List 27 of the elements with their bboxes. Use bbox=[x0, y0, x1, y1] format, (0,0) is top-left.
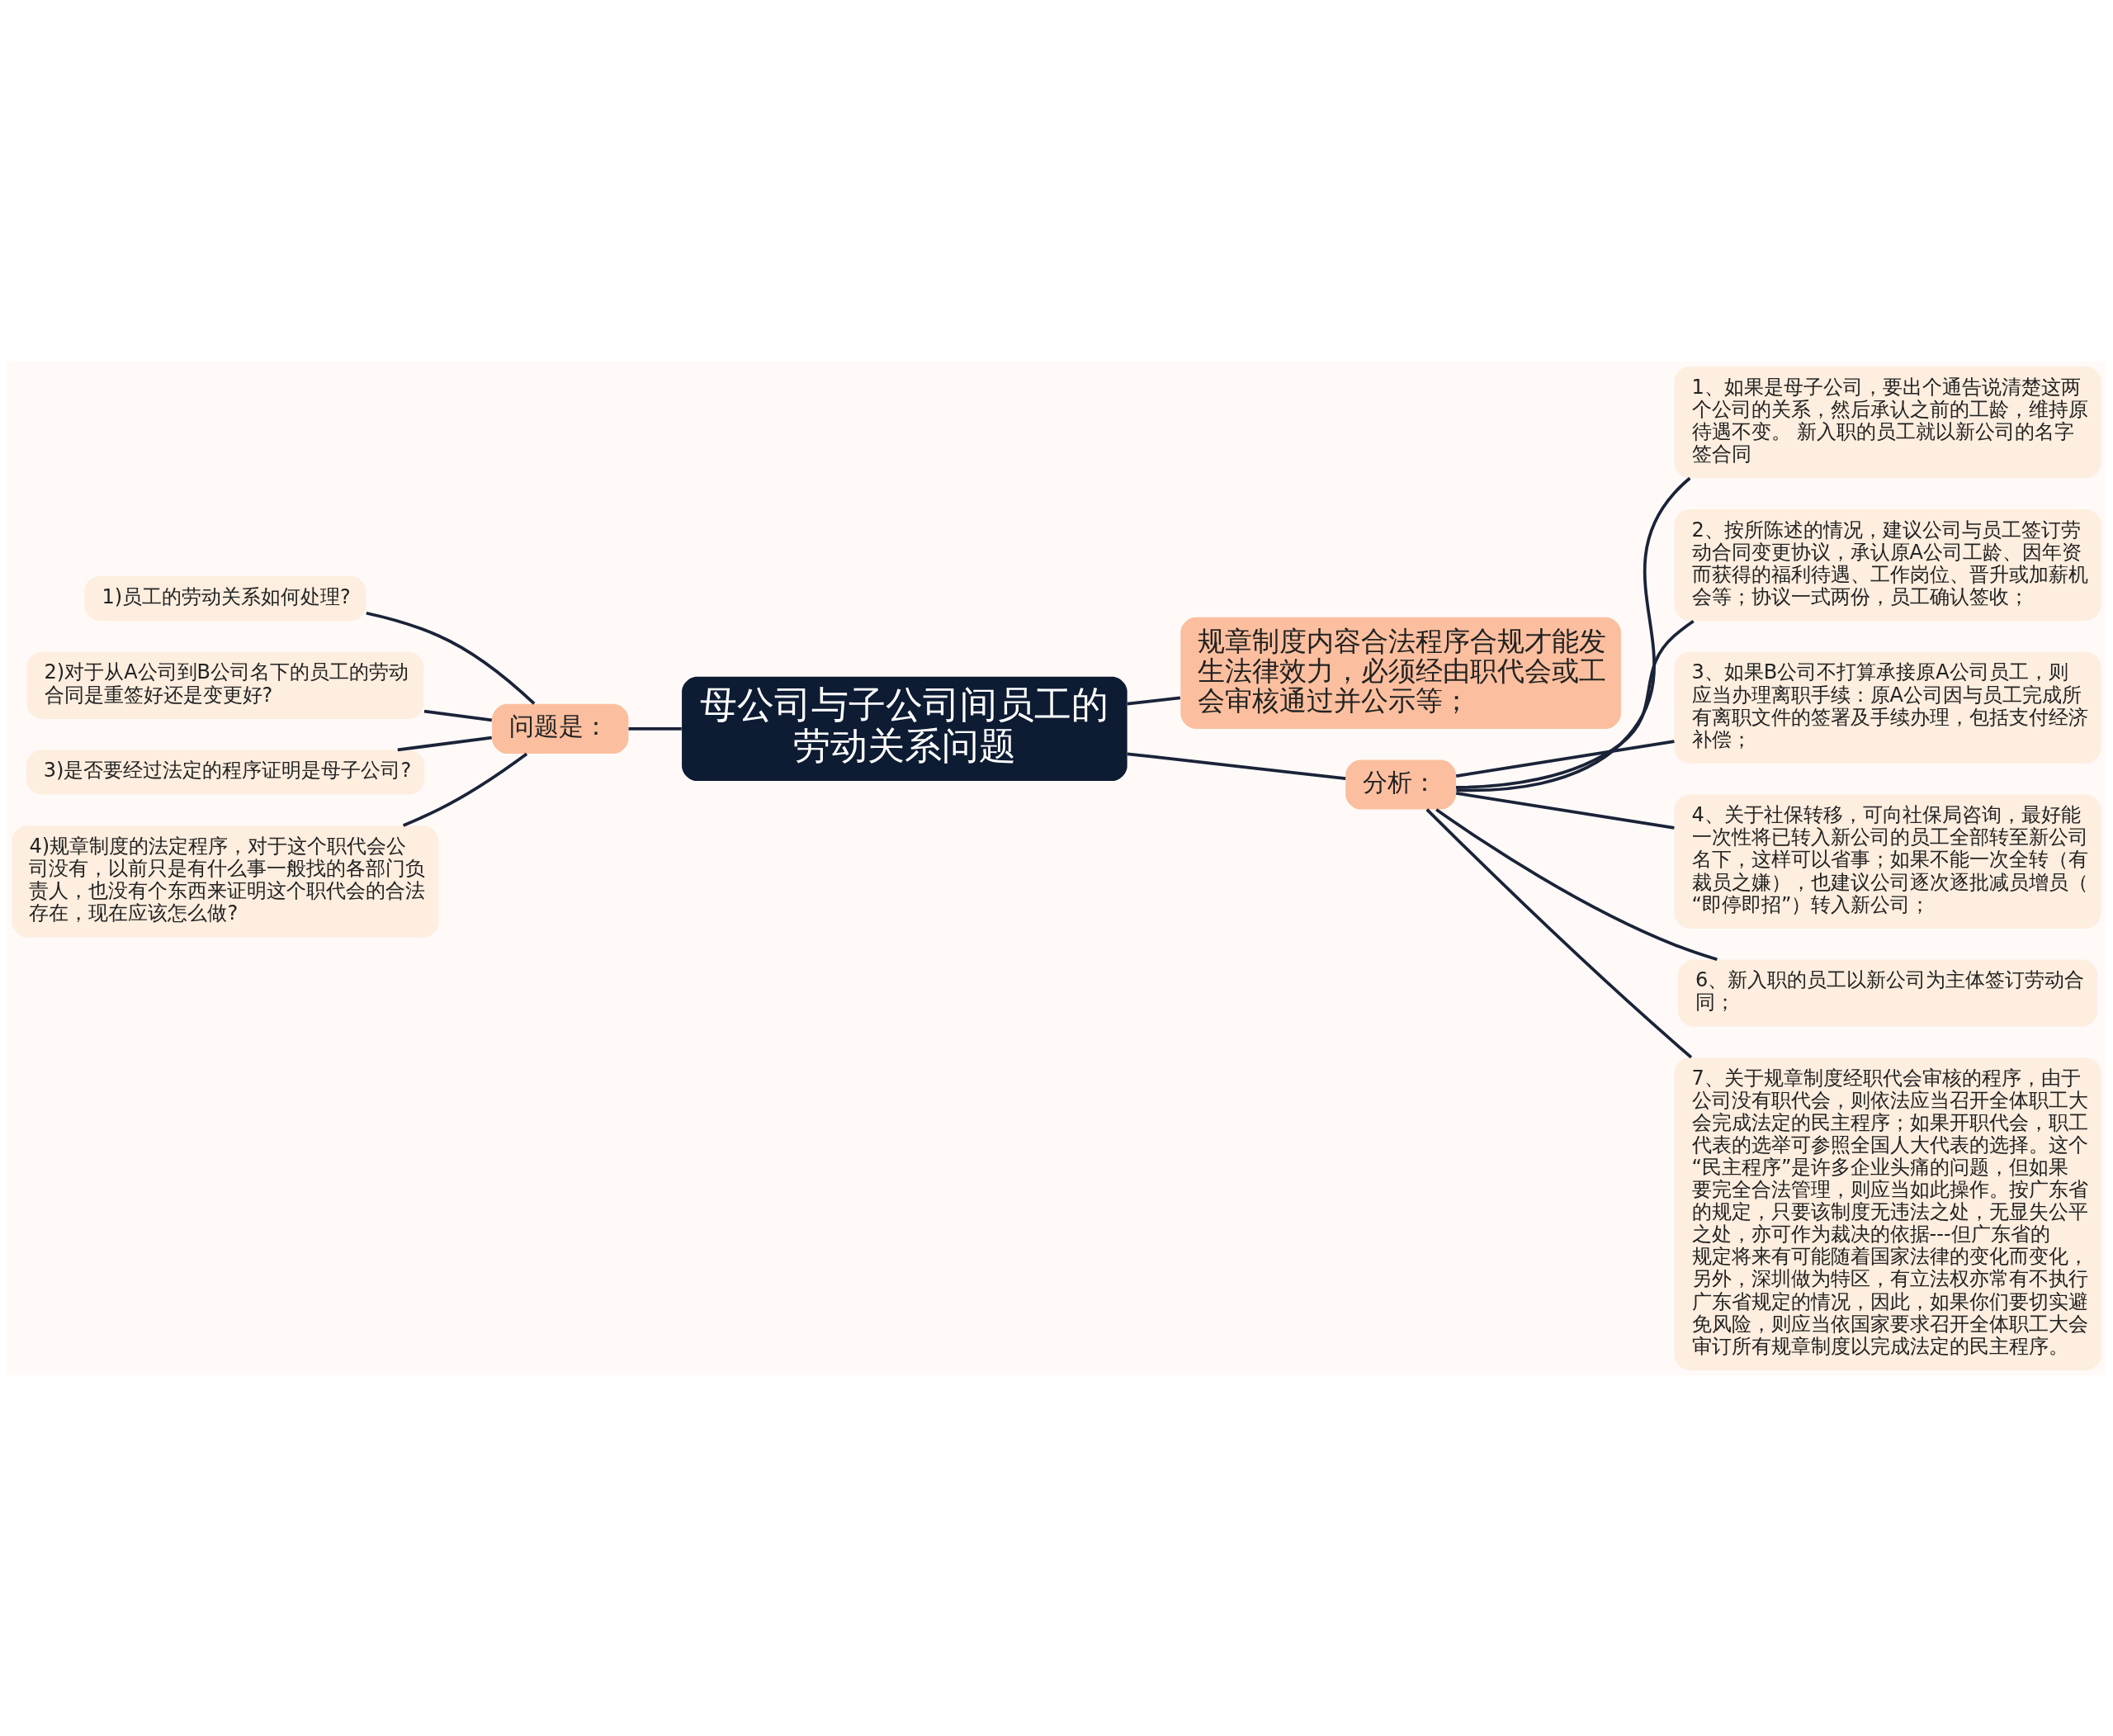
connector bbox=[1127, 695, 1181, 705]
connector bbox=[366, 611, 536, 705]
node-box: 6、新入职的员工以新公司为主体签订劳动合同； bbox=[1678, 958, 2098, 1027]
node-box: 规章制度内容合法程序合规才能发生法律效力，必须经由职代会或工会审核通过并公示等； bbox=[1180, 617, 1621, 729]
node-box: 4、关于社保转移，可向社保局咨询，最好能一次性将已转入新公司的员工全部转至新公司名下，这样可以省事；如果不能一次全转（有裁员之嫌），也建议公司逐次逐批减员增员（“即停即招”）转入新公司； bbox=[1674, 794, 2101, 929]
connector bbox=[1455, 619, 1695, 789]
connector bbox=[628, 726, 682, 731]
connector bbox=[1435, 807, 1718, 961]
connector bbox=[1456, 476, 1691, 792]
connector bbox=[397, 736, 492, 751]
node-box: 3)是否要经过法定的程序证明是母子公司? bbox=[26, 749, 425, 795]
connector bbox=[1455, 791, 1675, 830]
node-box: 问题是： bbox=[492, 703, 629, 754]
connector bbox=[402, 752, 528, 827]
connector bbox=[1127, 751, 1346, 780]
node-box: 3、如果B公司不打算承接原A公司员工，则应当办理离职手续：原A公司因与员工完成所有离职文件的签署及手续办理，包括支付经济补偿； bbox=[1674, 651, 2101, 764]
connector bbox=[1455, 739, 1675, 778]
node-box: 母公司与子公司间员工的劳动关系问题 bbox=[682, 676, 1127, 781]
connector bbox=[423, 709, 493, 721]
node-box: 4)规章制度的法定程序，对于这个职代会公司没有，以前只是有什么事一般找的各部门负责人，也没有个东西来证明这个职代会的合法存在，现在应该怎么做? bbox=[12, 825, 439, 937]
node-box: 1)员工的劳动关系如何处理? bbox=[84, 575, 366, 621]
node-box: 分析： bbox=[1345, 759, 1456, 810]
connector bbox=[1425, 807, 1693, 1058]
node-box: 7、关于规章制度经职代会审核的程序，由于公司没有职代会，则依法应当召开全体职工大会完成法定的民主程序；如果开职代会，职工代表的选举可参照全国人大代表的选择。这个“民主程序”是许多企业头痛的问题，但如果要完全合法管理，则应当如此操作。按广东省的规定，只要该制度无违法之处，无显失公平之处，亦可作为裁决的依据---但广东省的规定将来有可能随着国家法律的变化而变化，另外，深圳做为特区，有立法权亦常有不执行广东省规定的情况，因此，如果你们要切实避免风险，则应当依国家要求召开全体职工大会审订所有规章制度以完成法定的民主程序。 bbox=[1674, 1057, 2101, 1370]
node-box: 2)对于从A公司到B公司名下的员工的劳动合同是重签好还是变更好? bbox=[26, 651, 424, 719]
node-box: 2、按所陈述的情况，建议公司与员工签订劳动合同变更协议，承认原A公司工龄、因年资而获得的福利待遇、工作岗位、晋升或加薪机会等；协议一式两份，员工确认签收； bbox=[1674, 509, 2101, 621]
node-box: 1、如果是母子公司，要出个通告说清楚这两个公司的关系，然后承认之前的工龄，维持原待遇不变。 新入职的员工就以新公司的名字签合同 bbox=[1674, 366, 2101, 478]
